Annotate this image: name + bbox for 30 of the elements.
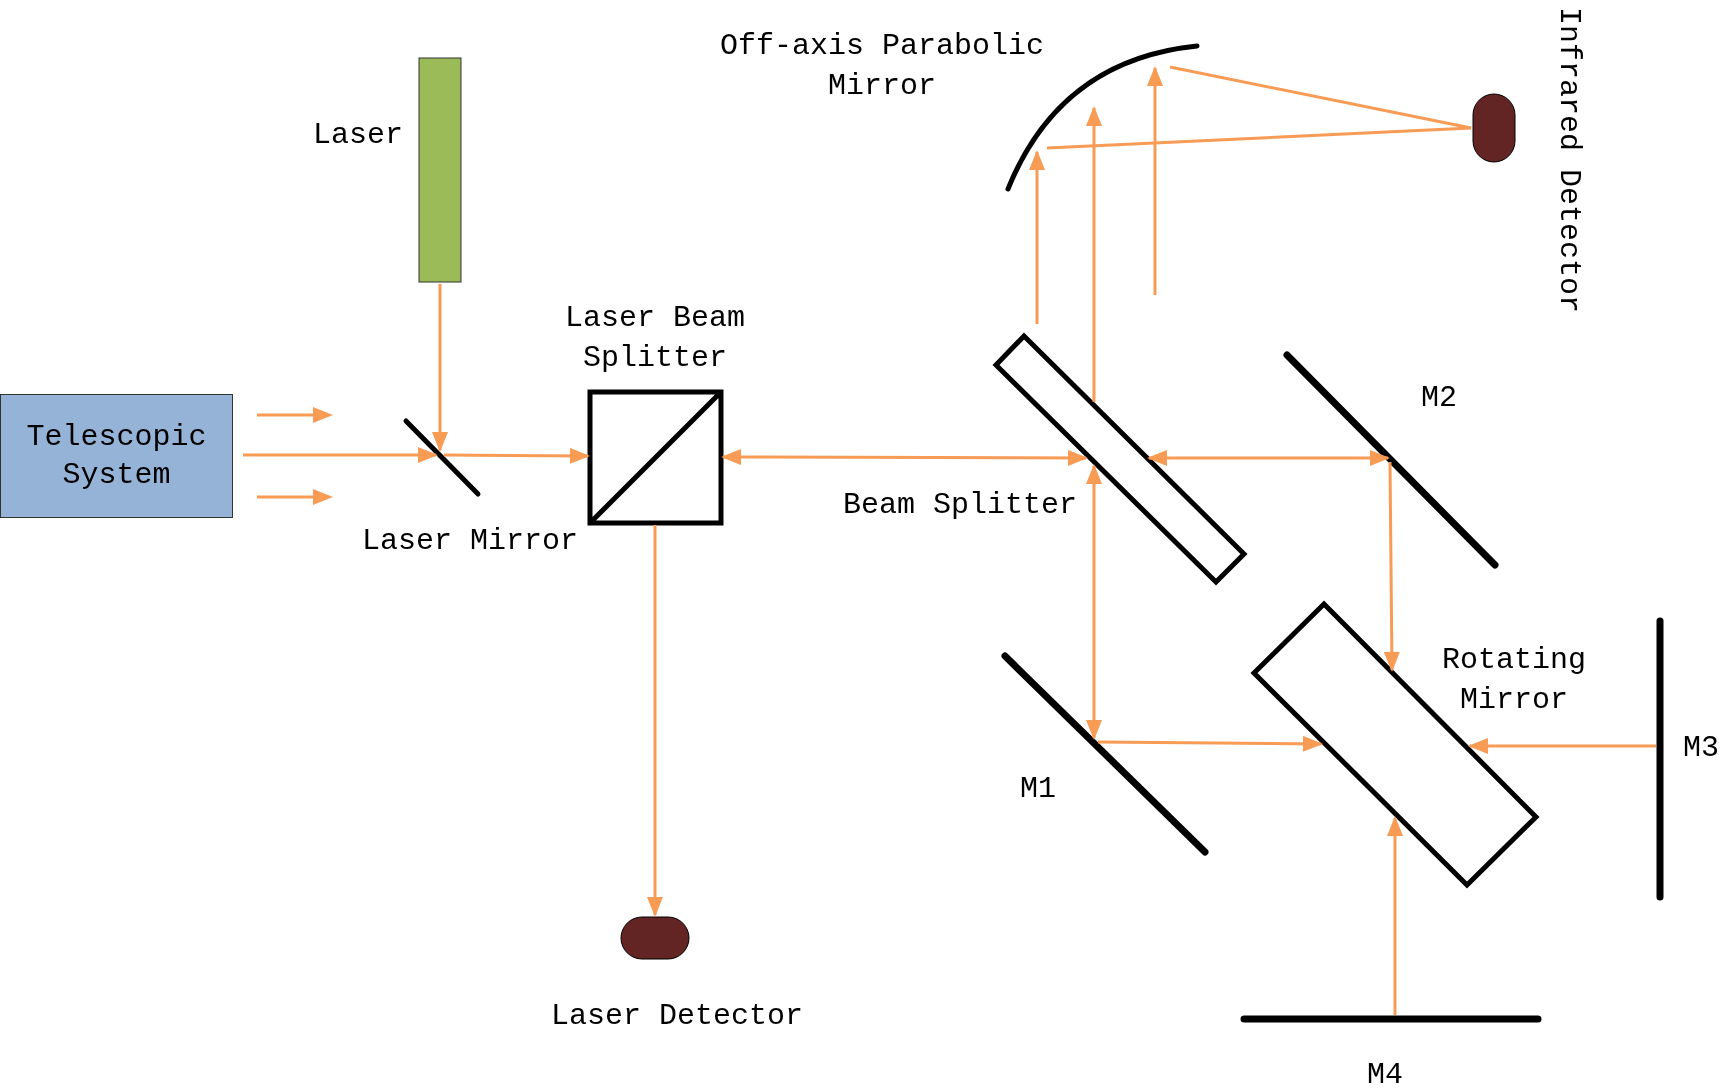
component-label: M2 xyxy=(1421,380,1457,417)
beam-arrow xyxy=(1383,462,1400,672)
component-label: Beam Splitter xyxy=(843,487,1078,524)
beam-arrow xyxy=(1086,464,1102,740)
box-label: Telescopic System xyxy=(25,419,208,494)
beam-arrow xyxy=(1468,738,1656,754)
component-label: Laser xyxy=(313,117,403,154)
beam-arrow xyxy=(647,525,663,917)
component-label: Infrared Detector xyxy=(1551,6,1588,314)
beam-arrow xyxy=(1086,106,1102,402)
beam-arrow xyxy=(721,449,1088,466)
beam-arrow xyxy=(1147,66,1163,295)
beam-arrow xyxy=(432,284,448,452)
component-label: Laser Beam Splitter xyxy=(564,300,746,377)
beam-arrow xyxy=(1029,150,1045,324)
system-box xyxy=(0,394,233,518)
component-label: M4 xyxy=(1367,1057,1403,1092)
beam-arrow xyxy=(1098,735,1323,752)
component-label: M3 xyxy=(1683,730,1719,767)
component-label: Rotating Mirror xyxy=(1441,642,1587,719)
component-label: Laser Detector xyxy=(551,998,804,1035)
beam-line xyxy=(1046,126,1472,150)
beam-arrow xyxy=(444,447,590,464)
beam-arrow xyxy=(243,447,438,463)
beam-line xyxy=(1169,65,1472,130)
component-label: Laser Mirror xyxy=(362,523,579,560)
beam-arrow xyxy=(1387,816,1403,1015)
component-label: M1 xyxy=(1020,771,1056,808)
component-label: Off-axis Parabolic Mirror xyxy=(718,28,1046,105)
beam-arrow xyxy=(1147,450,1390,466)
